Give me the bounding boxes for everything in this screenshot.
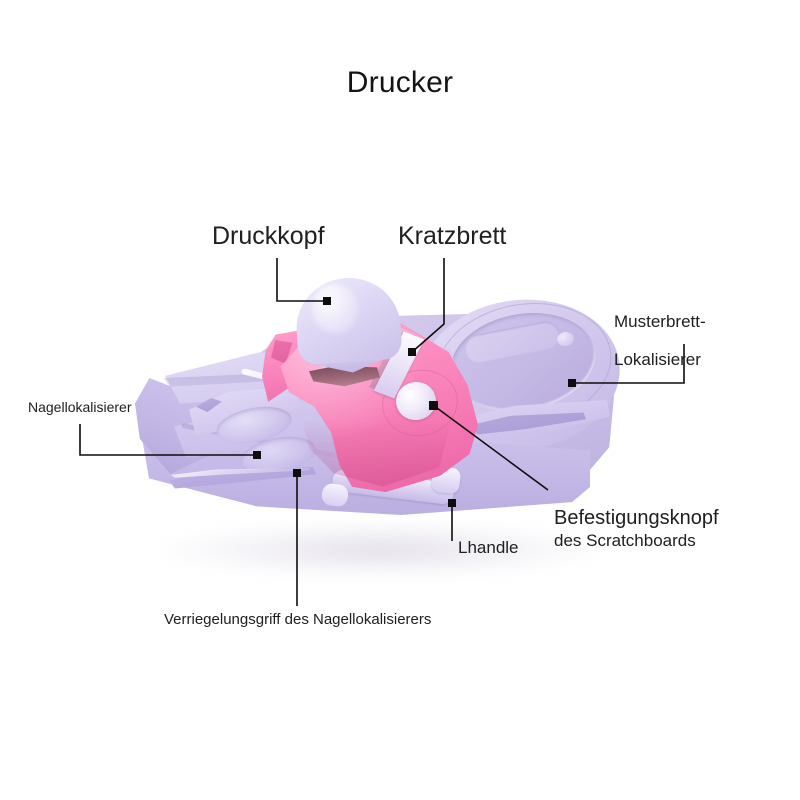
callout-label-kratzbrett: Kratzbrett [398, 222, 507, 250]
page-title: Drucker [346, 66, 454, 99]
callout-label-verriegelungsgriff: Verriegelungsgriff des Nagellokalisierer… [164, 611, 432, 628]
callout-label-lhandle: Lhandle [458, 538, 519, 557]
callout-label-musterbrett-lokalisierer: Musterbrett- Lokalisierer [614, 293, 706, 369]
callout-label-musterbrett-line2: Lokalisierer [614, 350, 701, 370]
callout-label-befestigungsknopf-sub: des Scratchboards [554, 530, 696, 550]
base-front-groove-highlight [170, 468, 310, 478]
callout-label-musterbrett-line1: Musterbrett- [614, 312, 706, 332]
clamp-left-arm-notch [271, 340, 293, 364]
callout-label-druckkopf: Druckkopf [212, 222, 325, 250]
print-head-stamp-pad [308, 366, 380, 387]
ground-shadow [155, 520, 605, 580]
callout-label-nagellokalisierer: Nagellokalisierer [28, 399, 132, 415]
callout-label-befestigungsknopf: Befestigungsknopf des Scratchboards [554, 485, 719, 572]
callout-label-befestigungsknopf-main: Befestigungsknopf [554, 507, 719, 530]
